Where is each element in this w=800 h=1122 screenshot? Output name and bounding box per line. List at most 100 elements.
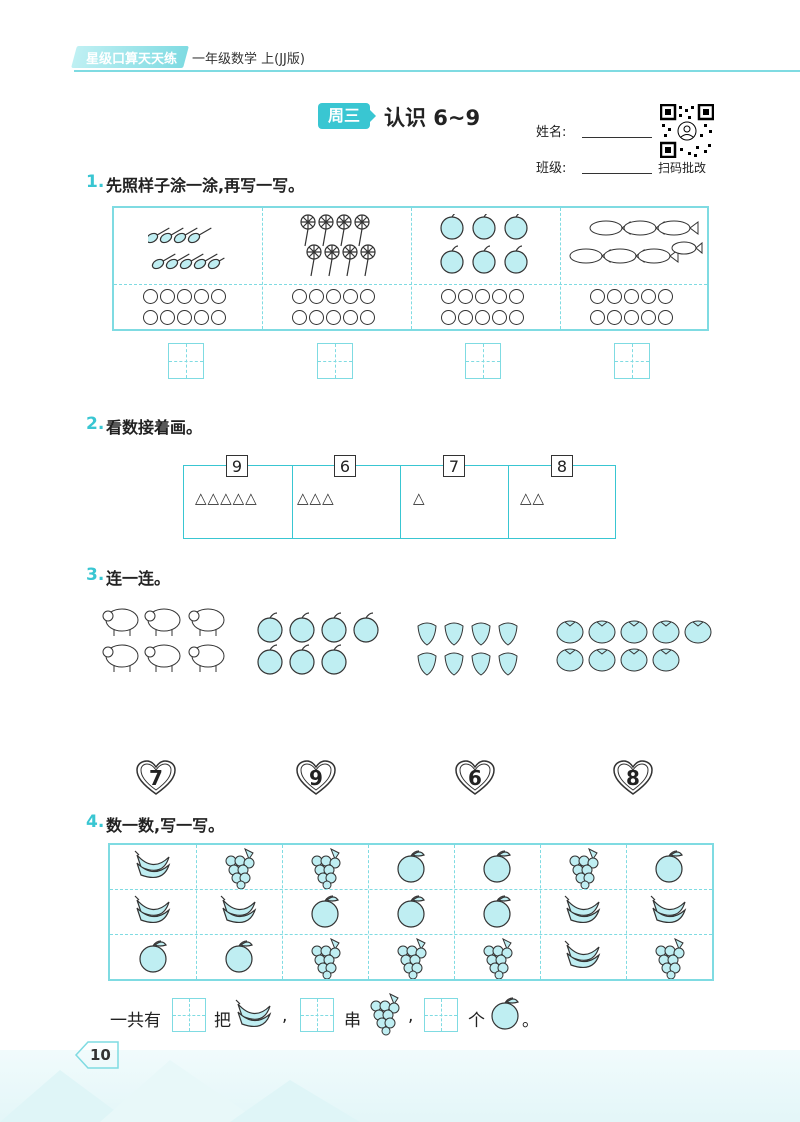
heart-icon[interactable]: [136, 760, 176, 796]
q4-cell: [282, 935, 368, 980]
q4-cell: [540, 935, 626, 980]
q2-target-number: 9: [226, 455, 248, 477]
name-label: 姓名:: [536, 125, 567, 140]
q2-number: 2.: [86, 414, 105, 434]
q2-target-number: 8: [551, 455, 573, 477]
heart-number: 9: [309, 766, 323, 790]
qr-caption: 扫码批改: [658, 161, 707, 175]
apple-icon: [225, 939, 253, 973]
heart-icon[interactable]: [613, 760, 653, 796]
banana-icon: [235, 999, 272, 1027]
banana-count-box[interactable]: [172, 998, 206, 1032]
q1-answer-box[interactable]: [614, 343, 650, 379]
grape-count-box[interactable]: [300, 998, 334, 1032]
q1-divider: [560, 208, 561, 329]
q4-cell: [368, 890, 454, 935]
class-label: 班级:: [536, 161, 567, 176]
strawberry-group-icon[interactable]: [414, 618, 524, 680]
q1-number: 1.: [86, 172, 105, 192]
spoon-group-icon: [148, 227, 225, 270]
banana-icon: [650, 895, 687, 923]
q4-cell: [368, 845, 454, 890]
q1-circles-2[interactable]: [291, 288, 391, 330]
fish-group-icon: [569, 220, 703, 264]
sentence-part: 串: [344, 1011, 361, 1031]
heart-number: 7: [149, 766, 163, 790]
sentence-part: 个: [468, 1011, 485, 1031]
q4-divider: [540, 845, 541, 979]
heart-icon[interactable]: [296, 760, 336, 796]
grape-icon: [569, 847, 599, 889]
q4-divider: [196, 845, 197, 979]
q1-answer-box[interactable]: [317, 343, 353, 379]
q1-circles-4[interactable]: [589, 288, 689, 330]
q2-triangles: △△△: [297, 489, 335, 507]
q1-answer-box[interactable]: [168, 343, 204, 379]
series-title: 星级口算天天练: [86, 52, 178, 67]
sentence-part: ,: [408, 1006, 414, 1026]
apple-group-icon: [440, 214, 528, 274]
q4-number: 4.: [86, 812, 105, 832]
q4-divider: [626, 845, 627, 979]
grape-icon: [370, 992, 400, 1036]
grape-icon: [655, 937, 685, 979]
day-badge: 周三: [318, 103, 370, 129]
apple-icon: [483, 849, 511, 883]
q2-target-number: 6: [334, 455, 356, 477]
q4-fruit-grid: [108, 843, 714, 981]
grape-icon: [311, 847, 341, 889]
q2-triangles: △△: [520, 489, 546, 507]
q4-cell: [282, 845, 368, 890]
tomato-group-icon[interactable]: [554, 616, 714, 676]
apple-icon: [139, 939, 167, 973]
q1-instruction: 先照样子涂一涂,再写一写。: [106, 176, 305, 195]
q4-cell: [454, 935, 540, 980]
class-field[interactable]: [582, 173, 652, 174]
q4-cell: [110, 890, 196, 935]
q4-cell: [110, 935, 196, 980]
heart-icon[interactable]: [455, 760, 495, 796]
q4-cell: [196, 845, 282, 890]
apple-icon: [397, 849, 425, 883]
q3-instruction: 连一连。: [106, 569, 171, 588]
banana-icon: [134, 850, 171, 878]
q1-circles-3[interactable]: [440, 288, 540, 330]
q4-cell: [454, 845, 540, 890]
sentence-part: 把: [214, 1011, 231, 1031]
q4-cell: [368, 935, 454, 980]
heart-number: 6: [468, 766, 482, 790]
page-number: 10: [90, 1046, 111, 1064]
q3-apple-group-icon[interactable]: [254, 610, 384, 680]
grape-icon: [225, 847, 255, 889]
q2-box[interactable]: [508, 465, 616, 539]
q1-circles-1[interactable]: [142, 288, 242, 330]
apple-count-box[interactable]: [424, 998, 458, 1032]
q4-cell: [540, 890, 626, 935]
q3-number: 3.: [86, 565, 105, 585]
sheep-group-icon[interactable]: [102, 602, 230, 678]
day-label: 周三: [327, 106, 360, 125]
q1-answer-box[interactable]: [465, 343, 501, 379]
qr-code-icon[interactable]: [660, 104, 714, 158]
q4-cell: [626, 890, 712, 935]
q2-box[interactable]: [183, 465, 293, 539]
q4-instruction: 数一数,写一写。: [106, 816, 225, 835]
banana-icon: [564, 940, 601, 968]
footer-decoration: [0, 1060, 360, 1122]
apple-icon: [491, 997, 519, 1030]
q4-row-divider: [110, 934, 712, 935]
q4-cell: [626, 845, 712, 890]
q4-cell: [282, 890, 368, 935]
q1-divider: [262, 208, 263, 329]
banana-icon: [134, 895, 171, 923]
q4-cell: [196, 935, 282, 980]
grape-icon: [311, 937, 341, 979]
apple-icon: [483, 894, 511, 928]
header-rule: [74, 70, 800, 72]
banana-icon: [220, 895, 257, 923]
lollipop-group-icon: [300, 214, 376, 277]
apple-icon: [655, 849, 683, 883]
name-field[interactable]: [582, 137, 652, 138]
q4-cell: [110, 845, 196, 890]
book-subtitle: 一年级数学 上(JJ版): [192, 52, 305, 67]
